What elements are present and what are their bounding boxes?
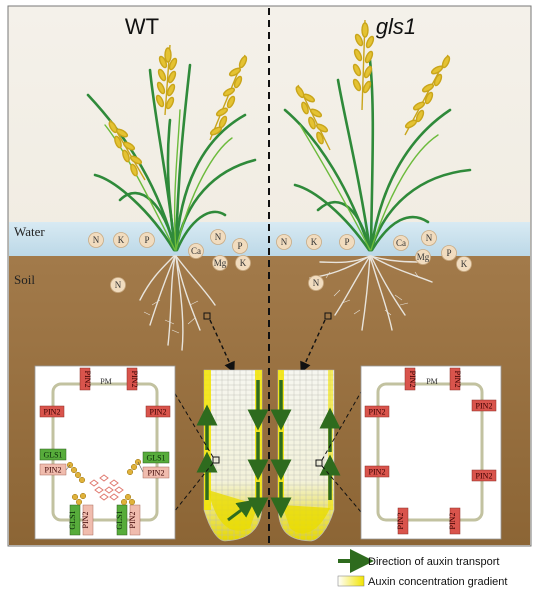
- soil-label: Soil: [14, 272, 35, 287]
- ion-label: N: [313, 278, 320, 288]
- ion-label: N: [426, 233, 433, 243]
- gls1-callout-line-1: [321, 391, 362, 461]
- wt-plant: [86, 44, 257, 351]
- gls1-label: GLS1: [68, 510, 77, 529]
- ion-bubble: Mg: [415, 249, 431, 265]
- gls1-title: gls1: [376, 14, 416, 39]
- ion-label: Ca: [396, 238, 406, 248]
- ion-bubble: K: [113, 232, 129, 248]
- ion-bubble: P: [139, 232, 155, 248]
- ion-bubble: N: [276, 234, 292, 250]
- ion-label: N: [281, 237, 288, 247]
- pin2-label: PIN2: [148, 469, 165, 478]
- pin2-label: PIN2: [448, 513, 457, 530]
- ion-label: K: [311, 237, 318, 247]
- pin2-label: PIN2: [476, 402, 493, 411]
- legend: Direction of auxin transport Auxin conce…: [337, 549, 507, 588]
- pin2-label: PIN2: [128, 512, 137, 529]
- ion-label: P: [344, 237, 349, 247]
- ion-bubble: N: [110, 277, 126, 293]
- ion-label: Mg: [214, 258, 227, 268]
- wt-callout-line-2: [173, 462, 214, 513]
- legend-arrow-label: Direction of auxin transport: [368, 556, 499, 568]
- water-label: Water: [14, 224, 45, 239]
- ion-label: P: [144, 235, 149, 245]
- pin2-label: PIN2: [369, 468, 386, 477]
- pin2-label: PIN2: [44, 408, 61, 417]
- wt-root-tip: [196, 369, 269, 542]
- ion-bubble: N: [210, 229, 226, 245]
- pin2-label: PIN2: [453, 371, 462, 388]
- pin2-label: PIN2: [396, 513, 405, 530]
- degraded-fragments: [89, 474, 124, 501]
- ion-label: N: [115, 280, 122, 290]
- ion-bubble: P: [232, 238, 248, 254]
- gls1-ion-group: N K P Ca N P Mg K N: [276, 230, 472, 291]
- pin2-label: PIN2: [476, 472, 493, 481]
- pin2-label: PIN2: [130, 371, 139, 388]
- ion-label: Ca: [191, 246, 201, 256]
- pm-label: PM: [100, 377, 112, 386]
- ion-bubble: Mg: [212, 255, 228, 271]
- ion-bubble: N: [308, 275, 324, 291]
- ion-bubble: Ca: [393, 235, 409, 251]
- gls1-cell-box: PM PIN2 PIN2 PIN2 PIN2 PIN2 PIN2 PIN2 PI…: [360, 365, 502, 540]
- wt-zoom-arrow: [209, 319, 235, 374]
- ion-label: P: [446, 248, 451, 258]
- pin2-label: PIN2: [45, 466, 62, 475]
- ion-bubble: P: [441, 245, 457, 261]
- ion-bubble: Ca: [188, 243, 204, 259]
- ion-bubble: P: [339, 234, 355, 250]
- gls1-zoom-arrow: [300, 319, 326, 374]
- bead-chains: [66, 458, 142, 506]
- ion-bubble: K: [456, 256, 472, 272]
- wt-ion-group: N K P Ca N P Mg K N: [88, 229, 251, 293]
- wt-cell-marker: [212, 456, 220, 464]
- pin2-label: PIN2: [81, 512, 90, 529]
- gls1-root-tip: [270, 369, 341, 542]
- pin2-label: PIN2: [408, 371, 417, 388]
- ion-label: K: [240, 258, 247, 268]
- wt-cell-box: PM PIN2 PIN2 PIN2 PIN2 GLS1 PIN2 GLS1 PI…: [34, 365, 176, 540]
- gls1-cell-marker: [315, 459, 323, 467]
- wt-title: WT: [125, 14, 159, 39]
- gls1-label: GLS1: [43, 451, 62, 460]
- legend-gradient-swatch: [337, 575, 365, 587]
- ion-bubble: K: [306, 234, 322, 250]
- ion-label: P: [237, 241, 242, 251]
- gls1-zoom-marker: [324, 312, 332, 320]
- ion-bubble: K: [235, 255, 251, 271]
- wt-callout-line-1: [173, 391, 214, 458]
- pin2-label: PIN2: [150, 408, 167, 417]
- ion-bubble: N: [88, 232, 104, 248]
- ion-label: K: [461, 259, 468, 269]
- ion-label: N: [215, 232, 222, 242]
- pin2-label: PIN2: [83, 371, 92, 388]
- ion-label: N: [93, 235, 100, 245]
- legend-gradient-label: Auxin concentration gradient: [368, 576, 507, 588]
- ion-bubble: N: [421, 230, 437, 246]
- gls1-label: GLS1: [115, 510, 124, 529]
- ion-label: K: [118, 235, 125, 245]
- pin2-label: PIN2: [369, 408, 386, 417]
- gls1-label: GLS1: [146, 454, 165, 463]
- gls1-callout-line-2: [321, 465, 362, 513]
- plasma-membrane: [376, 382, 484, 522]
- pm-label: PM: [426, 377, 438, 386]
- wt-zoom-marker: [203, 312, 211, 320]
- ion-label: Mg: [417, 252, 430, 262]
